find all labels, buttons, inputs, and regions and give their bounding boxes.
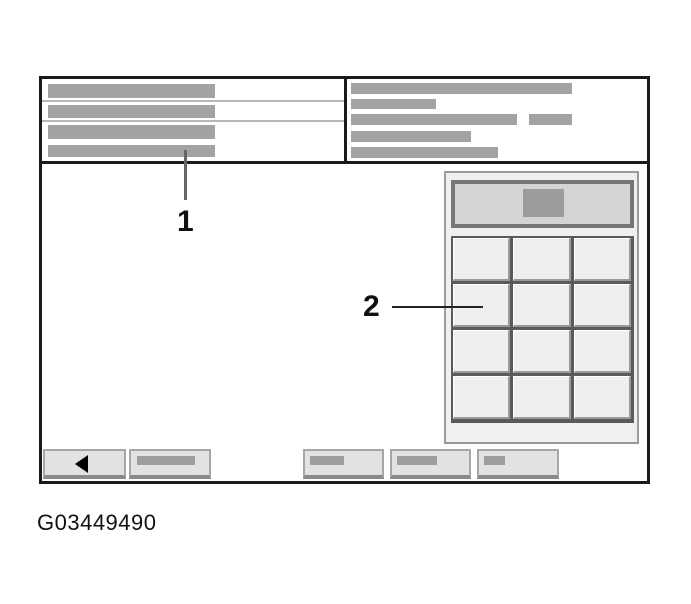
toolbar-button-3[interactable] <box>303 449 384 479</box>
toolbar-button-5[interactable] <box>477 449 559 479</box>
display-value-box <box>523 189 564 217</box>
header-left-panel <box>42 79 344 161</box>
toolbar-button-5-label <box>484 456 505 465</box>
toolbar-button-4[interactable] <box>390 449 471 479</box>
keypad-key-5[interactable] <box>513 284 571 327</box>
keypad-key-12[interactable] <box>573 376 631 419</box>
header-left-line-2 <box>48 105 215 118</box>
left-triangle-icon <box>75 455 88 473</box>
keypad-key-10[interactable] <box>453 376 511 419</box>
header-right-line-2 <box>351 99 436 109</box>
header-left-separator-2 <box>42 120 344 122</box>
callout-1-leader <box>184 150 187 200</box>
back-button[interactable] <box>43 449 126 479</box>
header-left-line-1 <box>48 84 215 98</box>
keypad-key-6[interactable] <box>573 284 631 327</box>
keypad-key-4[interactable] <box>453 284 511 327</box>
header-left-line-4 <box>48 145 215 157</box>
keypad-key-9[interactable] <box>573 330 631 373</box>
header-left-separator-1 <box>42 100 344 102</box>
keypad-key-1[interactable] <box>453 238 511 281</box>
keypad-key-2[interactable] <box>513 238 571 281</box>
callout-1-number: 1 <box>177 205 194 238</box>
figure-id: G03449490 <box>37 510 157 535</box>
toolbar-button-4-label <box>397 456 437 465</box>
header-right-line-3a <box>351 114 517 125</box>
keypad-grid <box>451 236 634 423</box>
header-vertical-divider <box>344 77 347 163</box>
keypad-display[interactable] <box>451 180 634 228</box>
header-right-line-4 <box>351 131 471 142</box>
toolbar-button-2[interactable] <box>129 449 211 479</box>
callout-2-leader <box>392 306 483 308</box>
keypad-key-3[interactable] <box>573 238 631 281</box>
keypad-key-8[interactable] <box>513 330 571 373</box>
header-right-line-3b <box>529 114 572 125</box>
keypad-key-11[interactable] <box>513 376 571 419</box>
callout-2-number: 2 <box>363 290 380 323</box>
toolbar-button-3-label <box>310 456 344 465</box>
header-right-line-5 <box>351 147 498 158</box>
header-left-line-3 <box>48 125 215 139</box>
header-right-panel <box>347 79 647 161</box>
header-right-line-1 <box>351 83 572 94</box>
keypad-key-7[interactable] <box>453 330 511 373</box>
toolbar-button-2-label <box>137 456 195 465</box>
